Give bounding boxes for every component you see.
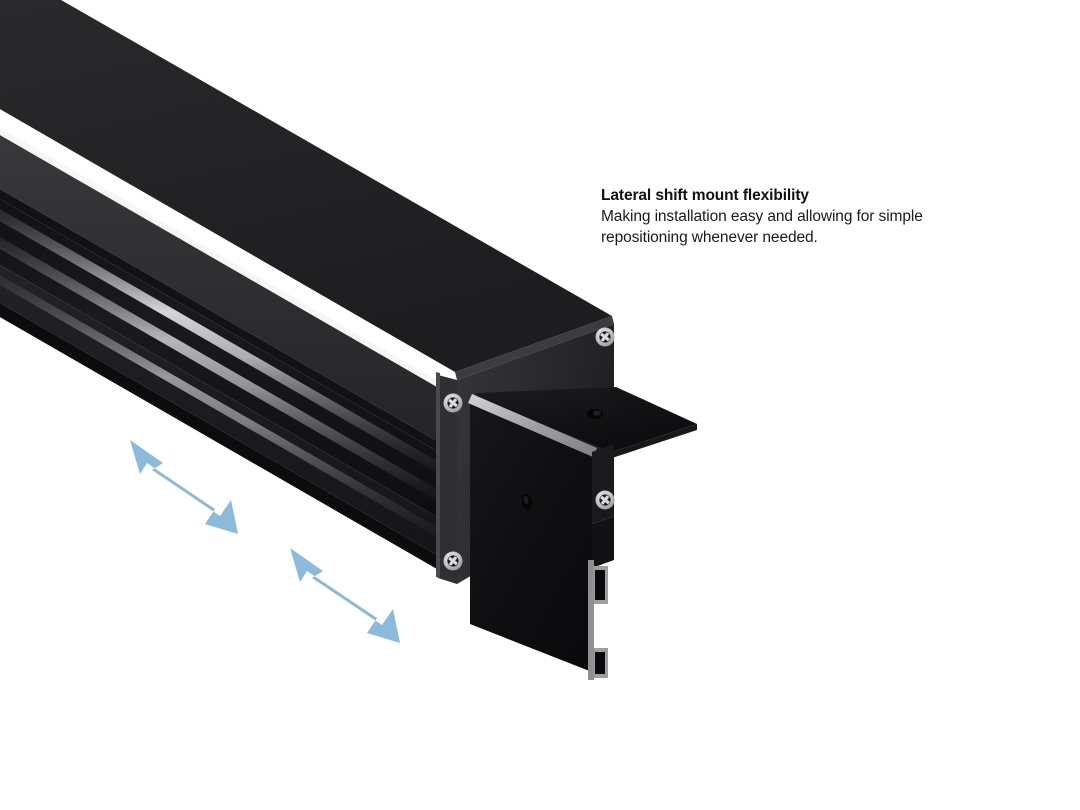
bracket-top-plate-edge [612, 424, 697, 458]
bracket-vertical-face [470, 398, 592, 672]
channel-highlight-upper [0, 209, 456, 484]
bracket-clip-tab-upper [592, 566, 608, 604]
profile-reveal-upper [0, 189, 456, 462]
bracket-return-flange [592, 444, 614, 524]
endcap-screw-lower-left [443, 551, 463, 571]
extrusion-housing [0, 0, 612, 580]
bracket-clip-tab-lower [592, 648, 608, 678]
bracket-clip-rail [588, 560, 594, 680]
bracket-face-slot [521, 494, 533, 510]
endcap-screw-top-right [595, 327, 615, 347]
endcap-screw-upper-left [443, 393, 463, 413]
channel-highlight-lower [0, 237, 456, 512]
profile-top-highlight [0, 128, 456, 398]
lateral-shift-arrow-lower [290, 548, 400, 643]
lateral-shift-arrow-upper [130, 440, 238, 534]
bracket-top-plate [476, 387, 697, 452]
bracket-screw-right [595, 490, 615, 510]
profile-upper-side-face [0, 135, 456, 452]
bracket-return-flange-lower [592, 516, 614, 568]
endcap-edge-highlight [438, 375, 457, 584]
bracket-top-plate-slot [587, 409, 603, 419]
profile-bottom-highlight [0, 275, 456, 548]
callout-body-line-1: Making installation easy and allowing fo… [601, 208, 923, 225]
profile-bottom-chamfer [0, 303, 456, 580]
endcap-edge-line [436, 372, 440, 578]
endcap-top-sliver [455, 316, 614, 380]
callout-headline: Lateral shift mount flexibility [601, 187, 809, 204]
bracket-bend-highlight [468, 394, 597, 457]
callout-text-block: Lateral shift mount flexibility Making i… [601, 186, 971, 248]
callout-body-line-2: repositioning whenever needed. [601, 228, 818, 246]
screw-group [443, 327, 615, 571]
profile-top-face [0, 0, 612, 372]
mounting-bracket [468, 387, 697, 680]
